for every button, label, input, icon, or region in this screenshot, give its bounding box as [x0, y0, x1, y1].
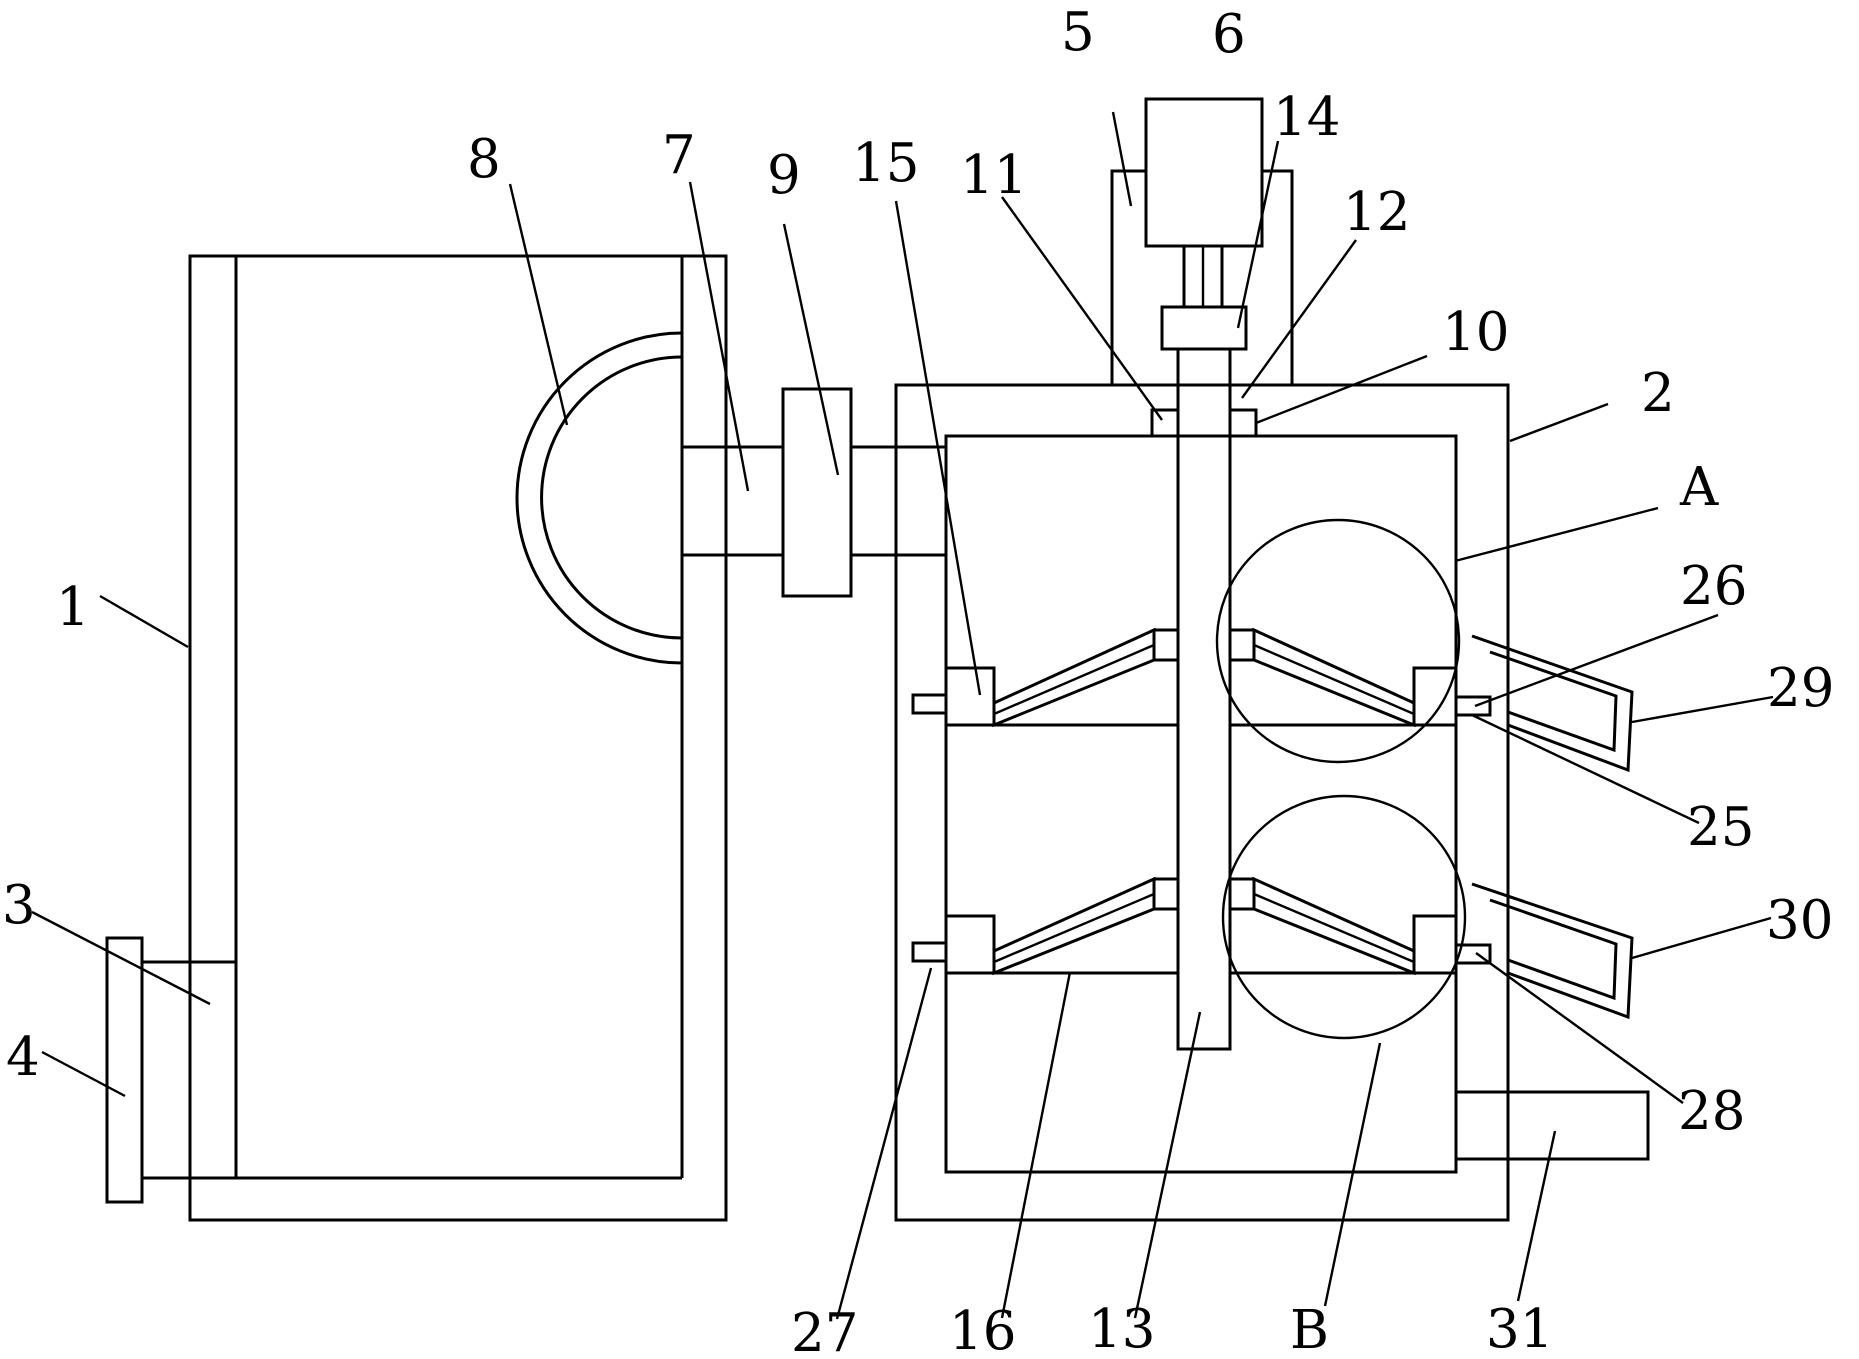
label-8: 8 — [467, 129, 501, 190]
upper-screen-tier — [911, 627, 1492, 728]
connecting-pipe — [682, 445, 946, 557]
pipe-flange — [781, 387, 853, 598]
bearing-left — [1150, 408, 1180, 438]
label-15: 15 — [852, 133, 919, 194]
inner-chamber — [944, 434, 1458, 1174]
label-11: 11 — [960, 145, 1027, 206]
label-3: 3 — [2, 875, 36, 936]
discharge-chute-lower — [1471, 882, 1634, 1020]
label-5: 5 — [1061, 2, 1095, 63]
motor — [1144, 97, 1264, 248]
leader-lines — [31, 111, 1774, 1320]
detail-circle-b — [1221, 794, 1467, 1040]
label-27: 27 — [791, 1303, 858, 1359]
label-30: 30 — [1766, 890, 1833, 951]
label-7: 7 — [662, 125, 696, 186]
label-6: 6 — [1212, 4, 1246, 65]
label-28: 28 — [1678, 1081, 1745, 1142]
left-tank — [188, 254, 728, 1222]
lower-screen-tier — [911, 876, 1492, 976]
motor-shaft — [1182, 246, 1224, 307]
bottom-outlet-pipe — [1454, 1090, 1650, 1161]
label-16: 16 — [949, 1301, 1016, 1359]
left-tank-outer — [188, 254, 728, 1222]
label-25: 25 — [1687, 797, 1754, 858]
coupling — [1160, 305, 1248, 351]
label-12: 12 — [1343, 182, 1410, 243]
label-4: 4 — [6, 1027, 40, 1088]
bearing-right — [1228, 408, 1258, 438]
label-29: 29 — [1767, 658, 1834, 719]
detail-circle-a — [1215, 518, 1461, 764]
label-31: 31 — [1486, 1299, 1553, 1359]
label-14: 14 — [1273, 87, 1340, 148]
label-13: 13 — [1088, 1299, 1155, 1359]
arc-handle — [515, 331, 683, 665]
right-housing — [894, 383, 1510, 1222]
discharge-chute-upper — [1471, 634, 1634, 773]
label-10: 10 — [1442, 302, 1509, 363]
label-a: A — [1679, 457, 1719, 518]
central-shaft — [1176, 347, 1232, 1051]
label-26: 26 — [1680, 556, 1747, 617]
label-b: B — [1290, 1300, 1329, 1359]
label-2: 2 — [1641, 363, 1675, 424]
label-9: 9 — [767, 145, 801, 206]
outlet-flange — [105, 936, 144, 1204]
label-1: 1 — [56, 577, 90, 638]
